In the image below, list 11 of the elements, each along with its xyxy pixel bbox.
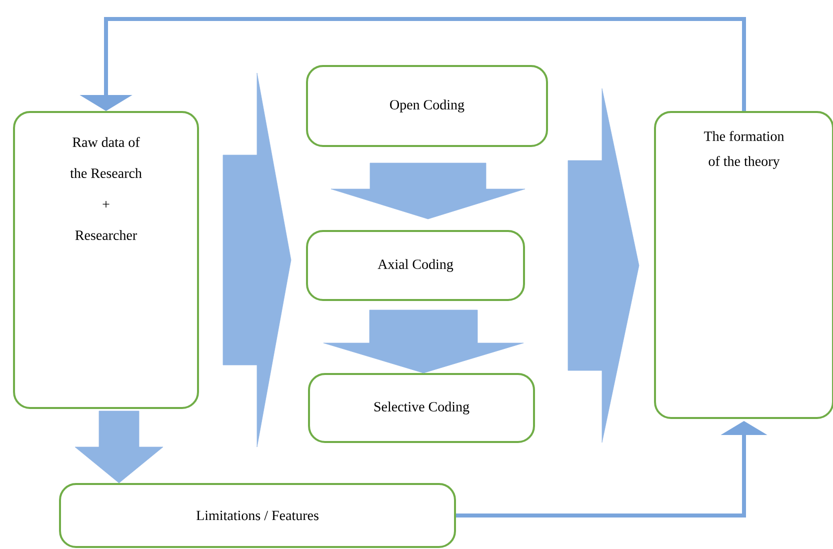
block-arrow bbox=[222, 72, 292, 448]
process-box: Raw data of the Research + Researcher bbox=[13, 111, 199, 409]
block-arrow bbox=[74, 410, 164, 484]
process-box: Open Coding bbox=[306, 65, 548, 147]
block-arrow bbox=[330, 162, 526, 220]
process-box: Selective Coding bbox=[308, 373, 535, 443]
block-arrow bbox=[323, 310, 524, 374]
block-arrow bbox=[568, 88, 640, 443]
process-box: Axial Coding bbox=[306, 230, 525, 301]
process-box: Limitations / Features bbox=[59, 483, 456, 548]
process-box: The formation of the theory bbox=[654, 111, 833, 419]
